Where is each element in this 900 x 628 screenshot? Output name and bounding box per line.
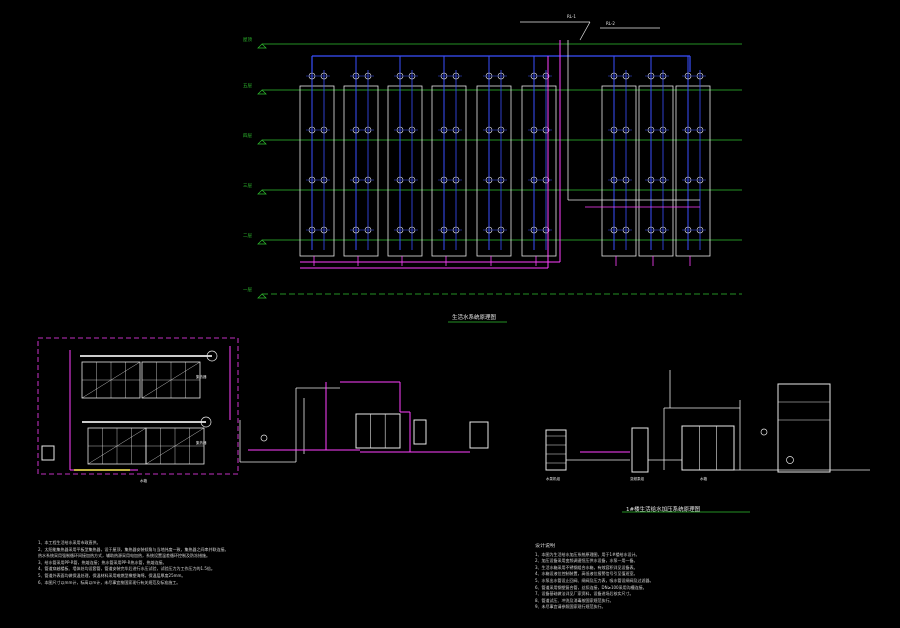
note-line: 2、太阳能集热器采用平板型集热器，设于屋顶，集热器安装倾角与当地纬度一致，集热器…: [38, 546, 229, 552]
water-tank-group: [681, 425, 735, 471]
apartment-unit-box: [521, 85, 557, 257]
elevation-marker: [257, 239, 267, 245]
solar-collector-panel: [87, 427, 147, 465]
note-line: 7、设备基础做法详见厂家资料，设备进场后核实尺寸。: [535, 591, 634, 597]
apartment-unit-box: [675, 85, 711, 257]
note-line: 8、管道试压、冲洗及消毒按国家规范执行。: [535, 597, 614, 603]
floor-label: 一层: [243, 287, 252, 293]
valve-icon: [760, 428, 768, 436]
notes-right-heading: 设计说明: [535, 543, 556, 549]
callout-label: RL-1: [567, 14, 576, 19]
solar-collector-panel: [145, 427, 205, 465]
note-line: 4、水箱设液位控制装置，高低液位报警信号引至值班室。: [535, 571, 638, 577]
collector-hatch: [141, 361, 201, 399]
notes-left: 1、本工程生活给水采用市政直供。 2、太阳能集热器采用平板型集热器，设于屋顶，集…: [38, 540, 498, 586]
collector-hatch: [87, 427, 147, 465]
apartment-unit-box: [638, 85, 674, 257]
elevation-marker: [257, 139, 267, 145]
controller-box: [41, 445, 55, 461]
collector-hatch: [145, 427, 205, 465]
note-line: 5、水泵出水管设止回阀、闸阀及压力表，吸水管设闸阀及过滤器。: [535, 577, 654, 583]
callout-leader: [579, 21, 591, 41]
tank-icon: [206, 350, 218, 362]
note-line: 3、给水管采用PP-R管，热熔连接；热水管采用PP-R热水管，热熔连接。: [38, 559, 167, 565]
note-line: 热水系统采用强制循环间接加热方式，辅助热源采用电加热，系统设置温差循环控制及防冻…: [38, 553, 210, 559]
pump-set-box: [545, 429, 567, 471]
diagram-label: 变频泵组: [630, 476, 644, 481]
diagram-label: 水泵机组: [546, 476, 560, 481]
floor-label: 二层: [243, 233, 252, 239]
apartment-unit-box: [343, 85, 379, 257]
apartment-unit-box: [299, 85, 335, 257]
floor-label: 五层: [243, 83, 252, 89]
apartment-unit-box: [476, 85, 512, 257]
diagram-label: 集热器: [196, 440, 207, 445]
apartment-unit-box: [431, 85, 467, 257]
apartment-unit-box: [387, 85, 423, 257]
diagram-label: 水箱: [700, 476, 708, 481]
note-line: 4、管道穿越楼板、墙体处均设套管，管道安装完毕后进行水压试验，试验压力为工作压力…: [38, 566, 215, 572]
riser-diagram-title: 生活水系统原理图: [452, 315, 497, 321]
solar-collector-panel: [81, 361, 141, 399]
system-boundary: [37, 337, 239, 475]
tank-tower: [777, 383, 831, 473]
elevation-marker: [257, 293, 267, 299]
note-line: 6、管道采用钢塑复合管，丝扣连接，DN≥100采用沟槽连接。: [535, 584, 647, 590]
note-line: 6、本图尺寸以mm计，标高以m计，未尽事宜按国家现行有关规范及标准施工。: [38, 579, 181, 585]
pressure-gauge-icon: [786, 456, 794, 464]
elevation-marker: [257, 89, 267, 95]
apartment-unit-box: [601, 85, 637, 257]
control-cabinet: [631, 427, 649, 473]
floor-label: 屋顶: [243, 37, 252, 43]
note-line: 1、本图为生活给水加压系统原理图，用于1#楼给水设计。: [535, 551, 640, 557]
note-line: 9、未尽事宜请参照国家现行规范执行。: [535, 604, 606, 610]
callout-label: RL-2: [606, 21, 615, 26]
collector-hatch: [81, 361, 141, 399]
note-line: 3、生活水箱采用不锈钢组合水箱，有效容积详见设备表。: [535, 564, 638, 570]
note-line: 5、管道外表面均做保温处理，保温材料采用难燃型橡塑海绵，保温层厚度25mm。: [38, 572, 186, 578]
note-line: 1、本工程生活给水采用市政直供。: [38, 540, 101, 545]
elevation-marker: [257, 43, 267, 49]
diagram-label: 水箱: [140, 478, 147, 483]
floor-label: 三层: [243, 183, 252, 189]
valve-icon: [260, 434, 268, 442]
diagram-label: 集热器: [196, 374, 207, 379]
tank-icon: [200, 416, 212, 428]
water-heater-unit: [469, 421, 489, 449]
pump-unit: [413, 419, 427, 445]
floor-label: 四层: [243, 133, 252, 139]
elevation-marker: [257, 189, 267, 195]
note-line: 2、加压设备采用变频调速恒压供水设备，水泵一用一备。: [535, 558, 638, 564]
pump-diagram-title: 1#楼生活给水加压系统原理图: [626, 507, 701, 513]
solar-collector-panel: [141, 361, 201, 399]
booster-pump-diagram: 水泵机组 变频泵组 水箱: [545, 370, 870, 513]
storage-tank-set: [355, 413, 401, 449]
notes-right: 设计说明 1、本图为生活给水加压系统原理图，用于1#楼给水设计。 2、加压设备采…: [535, 543, 875, 611]
